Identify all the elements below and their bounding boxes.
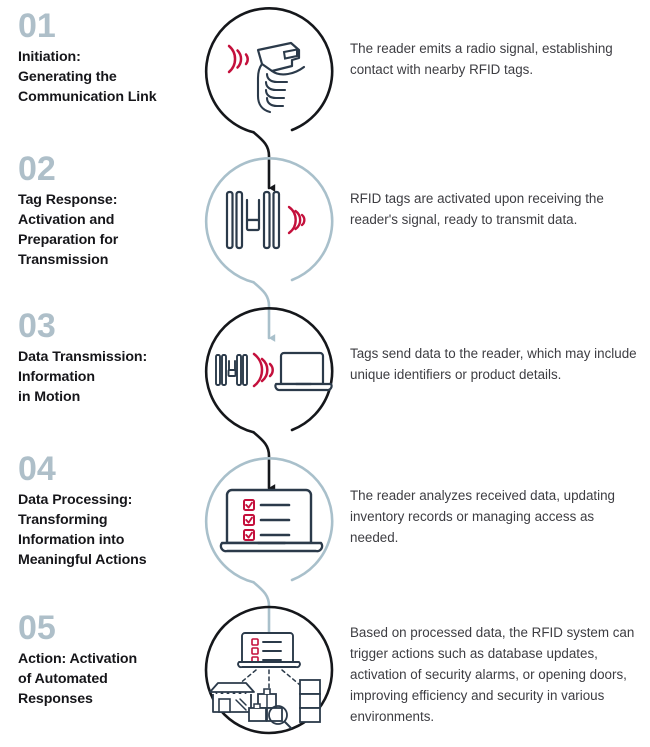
step-row-2: 02 Tag Response: Activation and Preparat…: [0, 150, 650, 300]
step-4-number: 04: [18, 450, 56, 488]
step-4-heading-block: 04 Data Processing: Transforming Informa…: [18, 451, 203, 570]
step-1-description: The reader emits a radio signal, establi…: [350, 41, 613, 77]
step-row-5: 05 Action: Activation of Automated Respo…: [0, 600, 650, 747]
step-3-description: Tags send data to the reader, which may …: [350, 346, 637, 382]
step-3-title: Data Transmission: Information in Motion: [18, 349, 148, 405]
step-row-4: 04 Data Processing: Transforming Informa…: [0, 450, 650, 600]
step-row-1: 01 Initiation: Generating the Communicat…: [0, 0, 650, 150]
step-1-number: 01: [18, 7, 56, 45]
step-5-number: 05: [18, 609, 56, 647]
step-1-heading-block: 01 Initiation: Generating the Communicat…: [18, 8, 203, 107]
step-5-title: Action: Activation of Automated Response…: [18, 651, 138, 707]
step-5-heading-block: 05 Action: Activation of Automated Respo…: [18, 610, 203, 709]
step-2-description: RFID tags are activated upon receiving t…: [350, 191, 604, 227]
step-5-description: Based on processed data, the RFID system…: [350, 625, 635, 724]
step-4-title: Data Processing: Transforming Informatio…: [18, 492, 147, 568]
step-2-title: Tag Response: Activation and Preparation…: [18, 192, 119, 268]
step-4-description: The reader analyzes received data, updat…: [350, 488, 616, 545]
step-3-heading-block: 03 Data Transmission: Information in Mot…: [18, 308, 203, 407]
step-1-title: Initiation: Generating the Communication…: [18, 49, 157, 105]
step-row-3: 03 Data Transmission: Information in Mot…: [0, 300, 650, 450]
step-2-heading-block: 02 Tag Response: Activation and Preparat…: [18, 151, 203, 270]
step-2-number: 02: [18, 150, 56, 188]
step-3-number: 03: [18, 307, 56, 345]
